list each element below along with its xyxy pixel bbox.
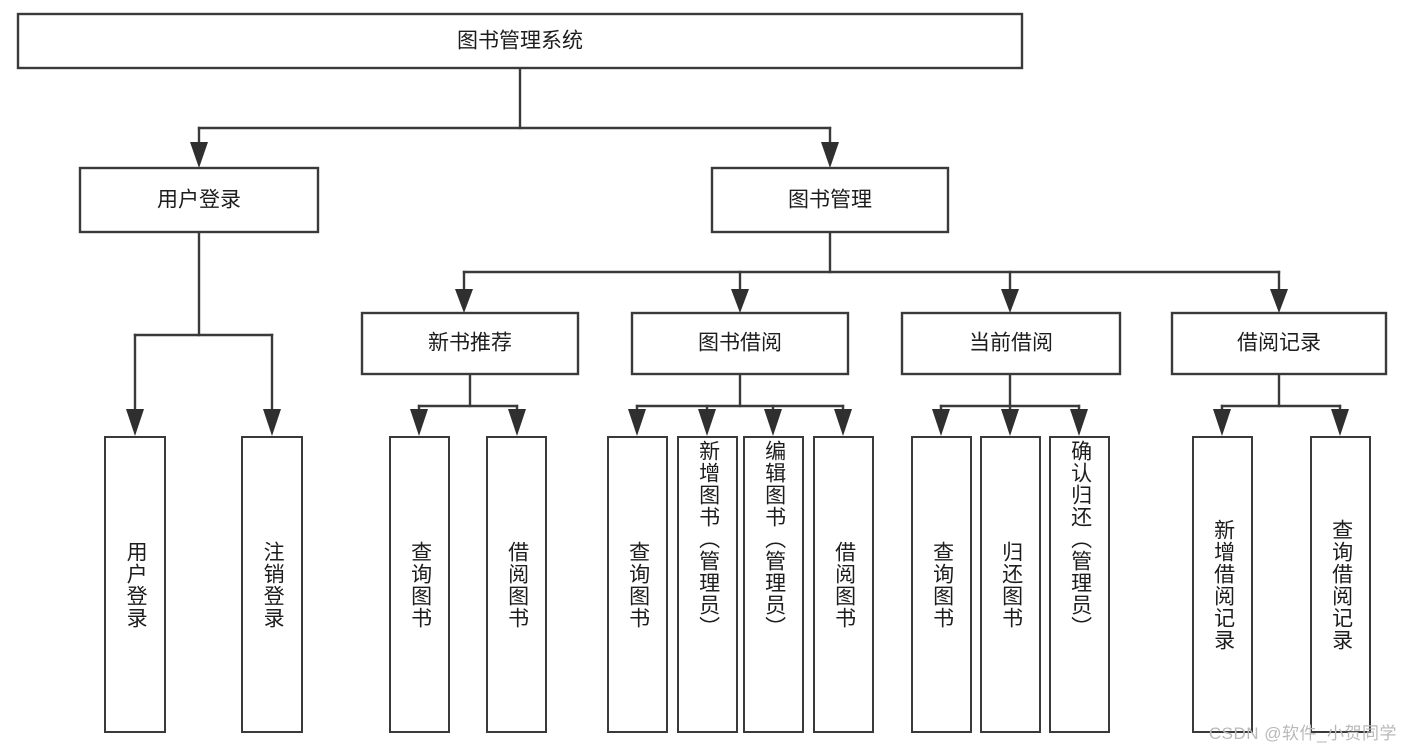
node-book-borrow-label: 图书借阅	[698, 332, 782, 355]
leaf-node-user-login[interactable]: 用户登录	[104, 436, 166, 733]
leaf-node-borrow-books-new[interactable]: 借阅图书	[486, 436, 547, 733]
arrow-current-leaf-3	[1070, 409, 1088, 436]
leaf-label: 确认归还（管理员）	[1068, 440, 1092, 638]
leaf-label: 查询图书	[626, 540, 650, 629]
arrow-root-to-bookmgmt	[821, 142, 839, 168]
arrow-userlogin-leaf-2	[263, 409, 281, 436]
arrow-borrow-leaf-1	[628, 409, 646, 436]
leaf-node-borrow-books-borrow[interactable]: 借阅图书	[813, 436, 874, 733]
node-borrow-records-label: 借阅记录	[1237, 332, 1321, 355]
leaf-label: 查询图书	[930, 540, 954, 629]
leaf-label: 新增借阅记录	[1211, 518, 1235, 651]
leaf-label: 新增图书（管理员）	[696, 440, 720, 638]
nodes-group: 图书管理系统 用户登录 图书管理 新书推荐 图书借阅 当前借阅 借阅记录	[16, 12, 1388, 376]
arrow-root-to-userlogin	[190, 142, 208, 168]
node-root-box[interactable]	[16, 12, 1024, 70]
leaf-label: 编辑图书（管理员）	[762, 440, 786, 638]
leaf-node-query-books-borrow[interactable]: 查询图书	[607, 436, 668, 733]
node-user-login-box[interactable]	[78, 166, 320, 234]
node-new-book-recommend-box[interactable]	[360, 311, 580, 376]
node-borrow-records-box[interactable]	[1170, 311, 1388, 376]
leaf-label: 借阅图书	[832, 540, 856, 629]
arrow-borrow-leaf-2	[698, 409, 716, 436]
arrow-records-leaf-2	[1331, 409, 1349, 436]
arrow-borrow-leaf-3	[764, 409, 782, 436]
node-book-management-label: 图书管理	[788, 189, 872, 212]
node-new-book-recommend-label: 新书推荐	[428, 332, 512, 355]
node-root-label: 图书管理系统	[457, 30, 583, 53]
leaf-label: 归还图书	[999, 540, 1023, 629]
arrow-current-leaf-2	[1001, 409, 1019, 436]
leaf-label: 用户登录	[124, 540, 148, 629]
leaf-node-query-books-current[interactable]: 查询图书	[911, 436, 972, 733]
node-book-management-box[interactable]	[710, 166, 950, 234]
node-user-login-label: 用户登录	[157, 189, 241, 212]
arrow-userlogin-leaf-1	[126, 409, 144, 436]
arrow-newbooks-leaf-1	[410, 409, 428, 436]
arrow-current-leaf-1	[932, 409, 950, 436]
leaf-node-edit-book-admin[interactable]: 编辑图书（管理员）	[743, 436, 804, 733]
arrow-newbooks-leaf-2	[508, 409, 526, 436]
arrow-bookmgmt-to-borrow	[731, 289, 749, 313]
leaf-label: 注销登录	[261, 540, 285, 629]
leaf-label: 借阅图书	[505, 540, 529, 629]
arrow-bookmgmt-to-records	[1270, 289, 1288, 313]
leaf-label: 查询图书	[408, 540, 432, 629]
leaf-node-add-borrow-record[interactable]: 新增借阅记录	[1192, 436, 1253, 733]
node-book-borrow-box[interactable]	[630, 311, 850, 376]
leaf-node-query-borrow-record[interactable]: 查询借阅记录	[1310, 436, 1371, 733]
leaf-node-add-book-admin[interactable]: 新增图书（管理员）	[677, 436, 738, 733]
leaf-node-confirm-return-admin[interactable]: 确认归还（管理员）	[1049, 436, 1110, 733]
arrow-bookmgmt-to-current	[1001, 289, 1019, 313]
arrow-bookmgmt-to-newbooks	[455, 289, 473, 313]
connectors-group	[126, 66, 1349, 436]
leaf-label: 查询借阅记录	[1329, 518, 1353, 651]
arrow-records-leaf-1	[1213, 409, 1231, 436]
leaf-node-query-books-new[interactable]: 查询图书	[389, 436, 450, 733]
arrow-borrow-leaf-4	[834, 409, 852, 436]
leaf-node-logout[interactable]: 注销登录	[241, 436, 303, 733]
node-current-borrow-box[interactable]	[900, 311, 1122, 376]
leaf-node-return-books[interactable]: 归还图书	[980, 436, 1041, 733]
node-current-borrow-label: 当前借阅	[969, 332, 1053, 355]
